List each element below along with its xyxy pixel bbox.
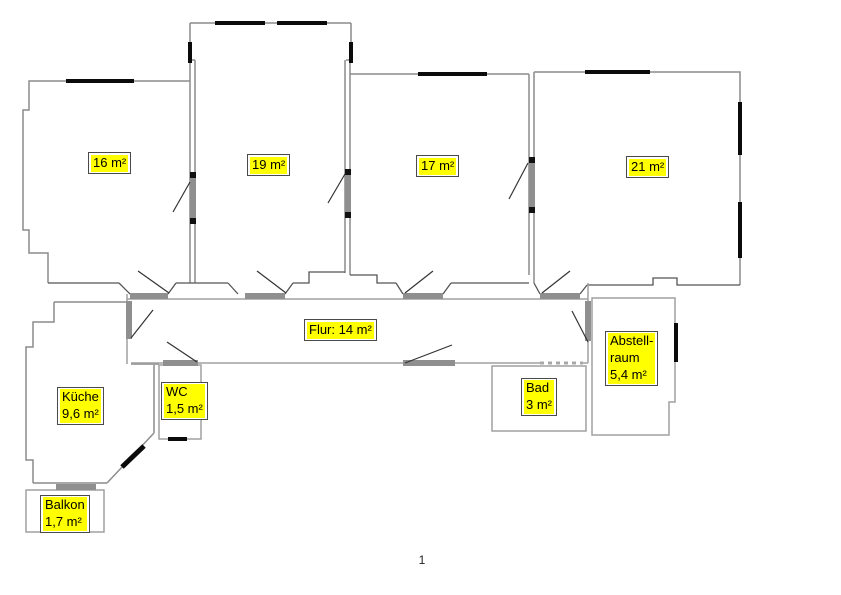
room-bottom-walls [48, 271, 740, 295]
room-label-17: 17 m² [416, 155, 460, 177]
door-swings [130, 162, 589, 364]
room-label-19-text: 19 m² [250, 157, 288, 174]
windows [66, 21, 742, 469]
room-label-19: 19 m² [247, 154, 291, 176]
door-leaves [56, 163, 591, 490]
room-label-16: 16 m² [88, 152, 132, 174]
page-number: 1 [418, 553, 426, 567]
room-label-abstellraum-text: Abstell- raum 5,4 m² [608, 333, 656, 384]
room-label-21-text: 21 m² [629, 159, 667, 176]
room-label-flur-text: Flur: 14 m² [307, 322, 374, 339]
room-label-16-text: 16 m² [91, 155, 129, 172]
door-frame-caps [190, 157, 535, 224]
room-label-21: 21 m² [626, 156, 670, 178]
room-label-balkon-text: Balkon 1,7 m² [43, 497, 87, 531]
room-label-17-text: 17 m² [419, 158, 457, 175]
room-label-bad: Bad 3 m² [521, 378, 557, 416]
room-label-bad-text: Bad 3 m² [524, 380, 554, 414]
room-label-wc: WC 1,5 m² [161, 382, 208, 420]
room-label-kueche: Küche 9,6 m² [57, 387, 104, 425]
room-label-abstellraum: Abstell- raum 5,4 m² [605, 331, 659, 386]
room-label-wc-text: WC 1,5 m² [164, 384, 205, 418]
walls [22, 22, 741, 484]
room-label-balkon: Balkon 1,7 m² [40, 495, 90, 533]
room-label-flur: Flur: 14 m² [304, 319, 377, 341]
room-label-kueche-text: Küche 9,6 m² [60, 389, 101, 423]
